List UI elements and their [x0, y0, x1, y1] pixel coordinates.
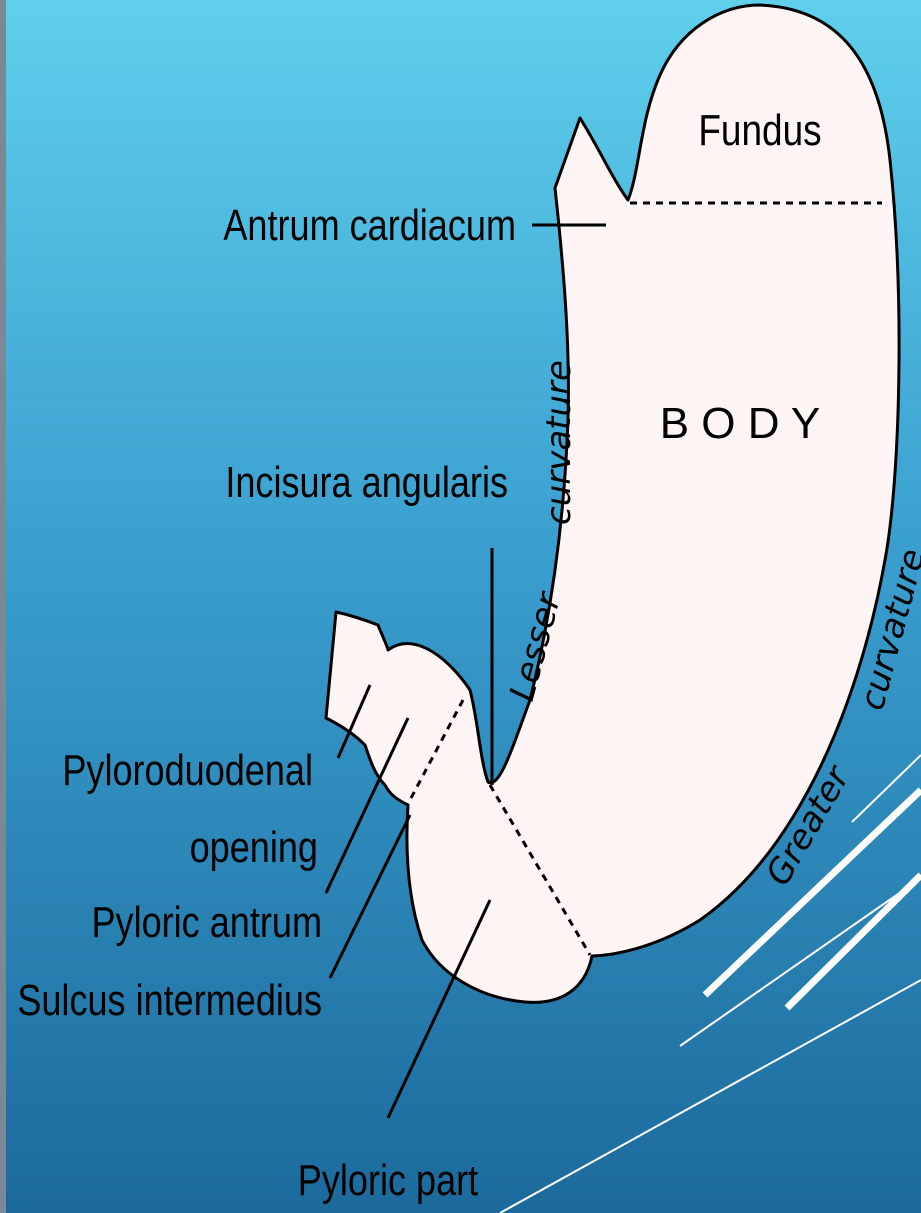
fundus-label: Fundus	[698, 105, 821, 155]
pyloric-part-label: Pyloric part	[298, 1156, 478, 1205]
antrum-cardiacum-label: Antrum cardiacum	[223, 201, 516, 250]
left-edge-strip	[0, 0, 6, 1213]
pyloric-antrum-label: Pyloric antrum	[92, 898, 322, 947]
lesser-curvature-label-2: curvature	[539, 360, 579, 525]
pyloroduodenal-label-line1: Pyloroduodenal	[62, 746, 313, 795]
pyloroduodenal-label-line2: opening	[190, 823, 318, 872]
incisura-angularis-label: Incisura angularis	[225, 458, 508, 507]
body-label: B O D Y	[660, 399, 821, 448]
sulcus-intermedius-label: Sulcus intermedius	[17, 976, 322, 1025]
